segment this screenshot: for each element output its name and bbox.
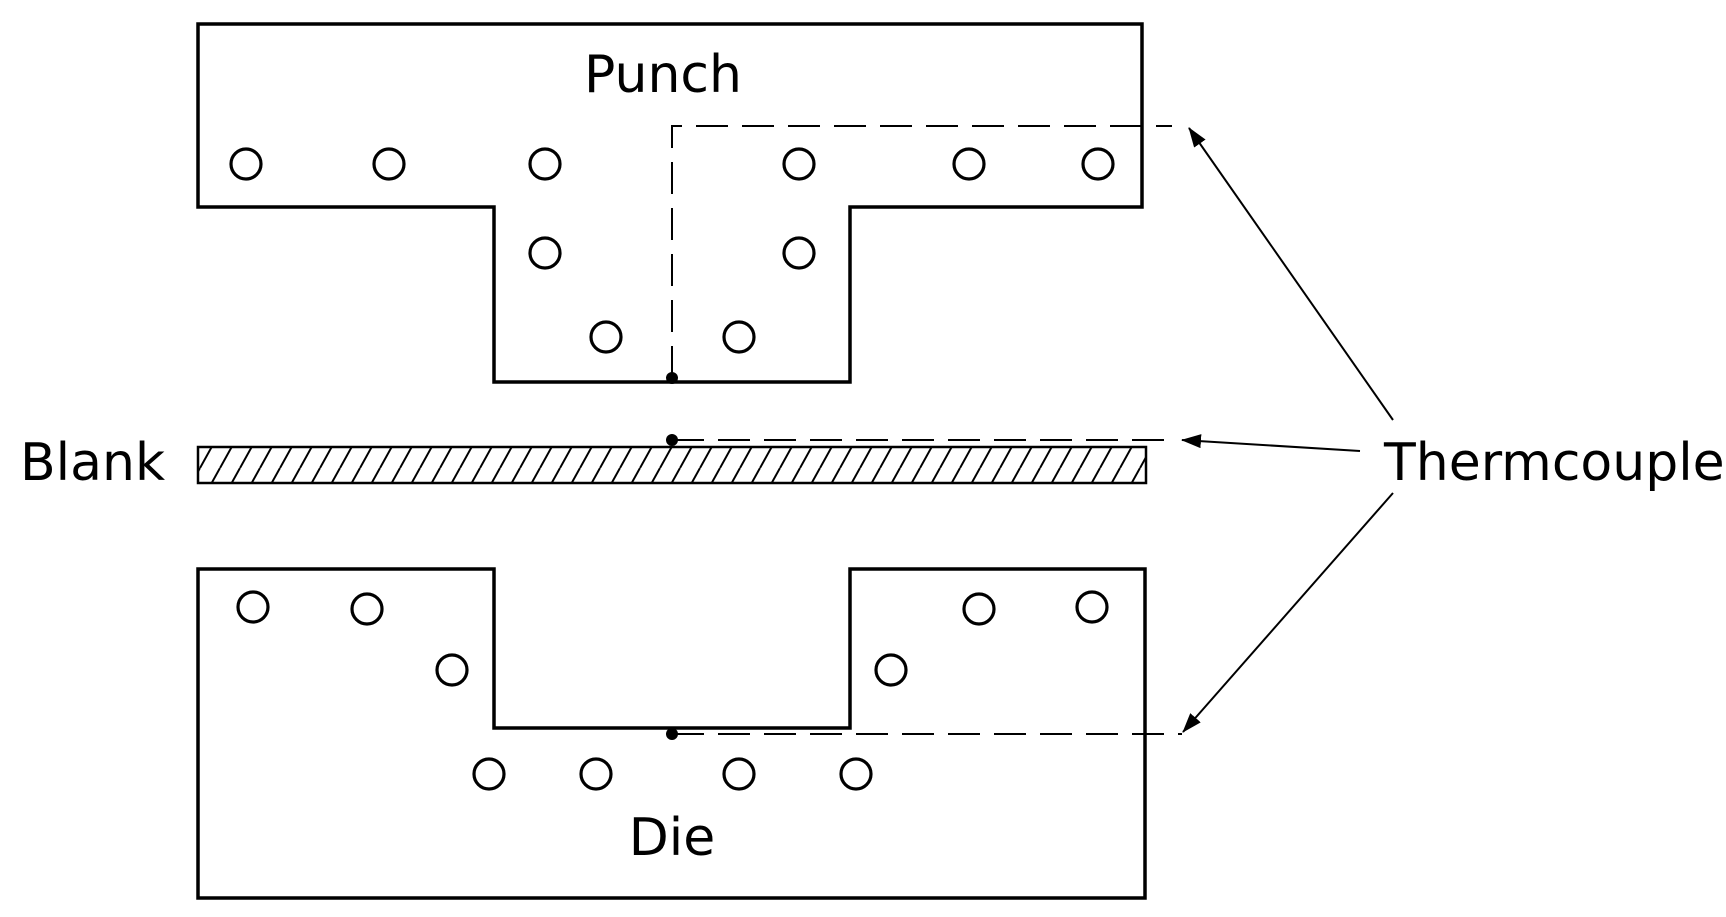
cooling-hole xyxy=(372,147,406,181)
cooling-hole xyxy=(589,320,623,354)
cooling-hole xyxy=(435,653,469,687)
thermocouples-label: Thermcouples xyxy=(1383,433,1726,493)
cooling-hole xyxy=(722,320,756,354)
cooling-hole xyxy=(839,757,873,791)
cooling-hole xyxy=(229,147,263,181)
cooling-hole xyxy=(1075,590,1109,624)
die-outline xyxy=(196,567,1147,900)
die: Die xyxy=(196,567,1147,900)
blank-sheet xyxy=(196,445,1148,485)
cooling-hole xyxy=(528,147,562,181)
cooling-hole xyxy=(236,590,270,624)
cooling-hole xyxy=(1081,147,1115,181)
thermocouple-leaders xyxy=(1181,127,1394,733)
cooling-hole xyxy=(579,757,613,791)
blank-label: Blank xyxy=(20,433,165,493)
punch-thermocouple-wire xyxy=(671,125,1172,378)
punch: Punch xyxy=(196,22,1144,384)
die-cooling-holes xyxy=(236,590,1109,791)
die-label: Die xyxy=(629,808,715,868)
cooling-hole xyxy=(952,147,986,181)
blank-thermocouple-point xyxy=(666,434,678,446)
leader-arrow-die xyxy=(1182,492,1394,733)
leader-arrow-blank xyxy=(1181,434,1361,452)
cooling-hole xyxy=(350,592,384,626)
punch-outline xyxy=(196,22,1144,384)
blank: Blank xyxy=(20,433,1148,493)
cooling-hole xyxy=(962,592,996,626)
cooling-hole xyxy=(782,236,816,270)
punch-thermocouple-point xyxy=(666,372,678,384)
punch-cooling-holes xyxy=(229,147,1115,354)
punch-label: Punch xyxy=(584,45,742,105)
cooling-hole xyxy=(722,757,756,791)
cooling-hole xyxy=(528,236,562,270)
thermocouple-wires xyxy=(666,125,1182,740)
die-thermocouple-point xyxy=(666,728,678,740)
cooling-hole xyxy=(782,147,816,181)
cooling-hole xyxy=(874,653,908,687)
leader-arrow-punch xyxy=(1188,127,1394,421)
cooling-hole xyxy=(472,757,506,791)
